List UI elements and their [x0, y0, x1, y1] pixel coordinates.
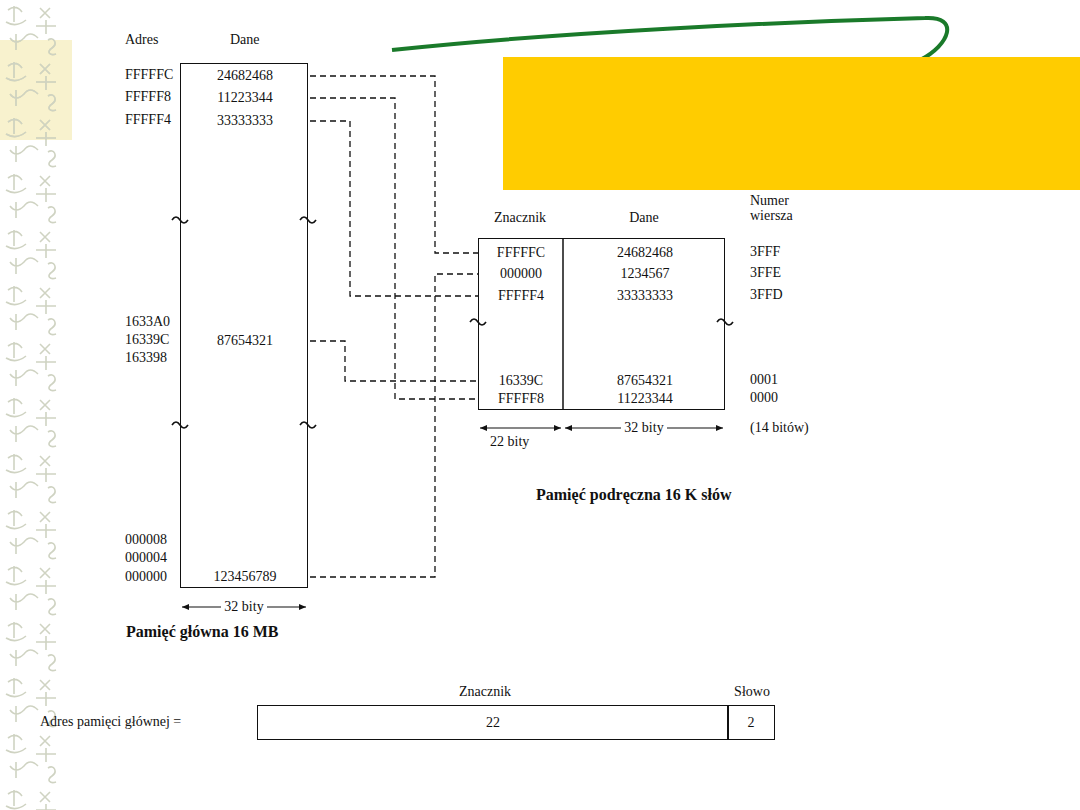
- column-heading: Adres pamięci głównej =: [40, 714, 181, 729]
- tag-value: FFFFFC: [497, 245, 545, 260]
- memory-caption: Pamięć podręczna 16 K słów: [536, 486, 732, 504]
- data-value: 87654321: [617, 373, 673, 388]
- memory-cell: 33333333: [181, 111, 309, 131]
- data-value: 24682468: [217, 68, 273, 83]
- address-label: Adres: [125, 32, 158, 47]
- address-label: 000008: [125, 532, 167, 547]
- data-value: 1234567: [621, 266, 670, 281]
- mapping-line: [310, 121, 478, 296]
- address-label: 3FFD: [750, 287, 783, 302]
- width-label: 32 bity: [221, 599, 266, 614]
- yellow-panel: [503, 57, 1080, 190]
- address-field: 2: [727, 705, 775, 740]
- mapping-line: [310, 274, 478, 577]
- width-label: (14 bitów): [750, 420, 809, 435]
- break-mark: [717, 319, 733, 325]
- tag-value: 16339C: [499, 373, 543, 388]
- data-value: 11223344: [217, 90, 272, 105]
- width-label: 32 bity: [621, 420, 666, 435]
- column-heading: Słowo: [734, 684, 770, 699]
- break-mark: [470, 319, 486, 325]
- break-mark: [300, 422, 316, 428]
- data-value: 24682468: [617, 245, 673, 260]
- tag-value: 000000: [500, 266, 542, 281]
- data-value: 11223344: [617, 391, 672, 406]
- column-heading: Znacznik: [494, 210, 546, 225]
- mapping-line: [310, 341, 478, 381]
- column-heading: Numer wiersza: [750, 193, 810, 224]
- border-pattern: [0, 40, 72, 140]
- break-mark: [172, 422, 188, 428]
- column-heading: Znacznik: [459, 684, 511, 699]
- break-mark: [172, 217, 188, 223]
- cache-line: FFFFFC 24682468: [479, 243, 726, 263]
- memory-box: Pamięć główna 16 MB246824681122334433333…: [180, 63, 308, 588]
- mapping-line: [310, 98, 478, 399]
- border-tint: [0, 40, 72, 140]
- memory-cell: 87654321: [181, 331, 309, 351]
- bit-count: 22: [486, 715, 500, 730]
- address-label: 16339C: [125, 332, 169, 347]
- address-label: 0000: [750, 390, 778, 405]
- address-label: FFFFF8: [125, 89, 171, 104]
- data-value: 123456789: [214, 569, 277, 584]
- mapping-line: [310, 76, 478, 253]
- tag-value: FFFFF4: [498, 288, 544, 303]
- break-mark: [300, 217, 316, 223]
- address-label: 3FFE: [750, 265, 781, 280]
- memory-caption: Pamięć główna 16 MB: [126, 623, 278, 641]
- address-label: 3FFF: [750, 244, 780, 259]
- cache-line: 000000 1234567: [479, 264, 726, 284]
- width-label: 22 bity: [490, 434, 529, 449]
- data-value: 33333333: [617, 288, 673, 303]
- address-label: 0001: [750, 372, 778, 387]
- address-label: 1633A0: [125, 314, 170, 329]
- tag-value: FFFFF8: [498, 391, 544, 406]
- memory-cell: 24682468: [181, 66, 309, 86]
- address-label: 000004: [125, 550, 167, 565]
- address-label: 000000: [125, 569, 167, 584]
- memory-cell: 123456789: [181, 567, 309, 587]
- border-pattern: [0, 0, 72, 810]
- data-value: 87654321: [217, 333, 273, 348]
- column-divider: [562, 238, 564, 410]
- cache-line: 16339C 87654321: [479, 371, 726, 391]
- cache-line: FFFFF4 33333333: [479, 286, 726, 306]
- address-label: Dane: [230, 32, 260, 47]
- address-field: 22: [257, 705, 729, 740]
- memory-box: Pamięć podręczna 16 K słówFFFFFC24682468…: [478, 238, 725, 410]
- width-arrow: [480, 427, 561, 428]
- green-swoosh: [392, 18, 947, 60]
- memory-cell: 11223344: [181, 88, 309, 108]
- address-label: FFFFFC: [125, 67, 173, 82]
- address-label: FFFFF4: [125, 112, 171, 127]
- bit-count: 2: [748, 715, 755, 730]
- cache-line: FFFFF8 11223344: [479, 389, 726, 409]
- data-value: 33333333: [217, 113, 273, 128]
- column-heading: Dane: [629, 210, 659, 225]
- address-label: 163398: [125, 350, 167, 365]
